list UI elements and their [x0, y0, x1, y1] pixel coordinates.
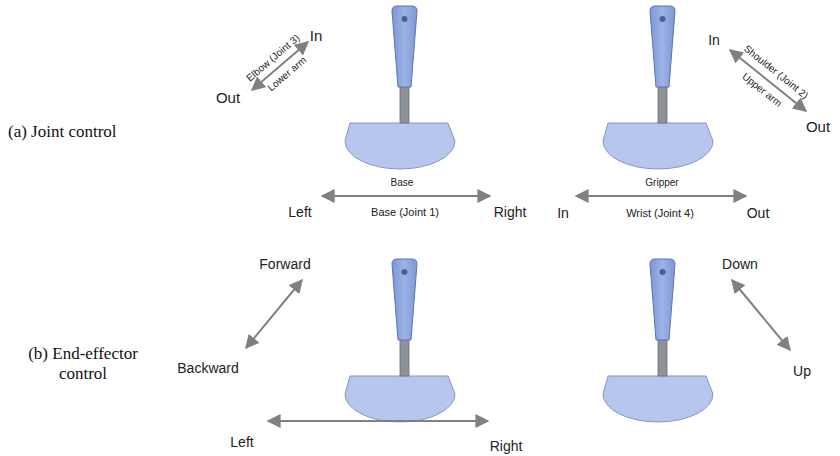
direction-label: Out [806, 118, 830, 135]
panel-title: (a) Joint control [8, 122, 117, 142]
direction-label: Up [793, 363, 811, 379]
direction-label: In [708, 32, 720, 48]
direction-label: Right [494, 204, 527, 220]
direction-label: Forward [259, 256, 310, 272]
base-arrow [322, 195, 490, 197]
direction-label: Backward [177, 360, 238, 376]
direction-label: In [557, 205, 569, 221]
direction-label: Down [722, 256, 758, 272]
joint-label: Wrist (Joint 4) [626, 207, 694, 220]
joystick [345, 259, 455, 422]
joystick [345, 6, 455, 169]
left-right-arrow [268, 420, 488, 422]
panel-title: (b) End-effector control [8, 344, 158, 383]
joint-label: Shoulder (Joint 2) [742, 43, 811, 101]
part-label: Gripper [645, 177, 678, 189]
up-down-arrow [732, 280, 790, 350]
direction-label: Right [490, 438, 523, 454]
joystick [603, 6, 713, 169]
wrist-arrow [576, 195, 746, 197]
direction-label: Out [216, 89, 240, 106]
joint-label: Base (Joint 1) [371, 206, 439, 219]
forward-backward-arrow [246, 280, 302, 348]
direction-arrows [246, 42, 806, 421]
direction-label: In [310, 27, 323, 44]
direction-label: Left [288, 204, 311, 220]
direction-label: Left [230, 434, 253, 450]
joystick [603, 259, 713, 422]
direction-label: Out [747, 205, 770, 221]
part-label: Base [391, 177, 414, 189]
